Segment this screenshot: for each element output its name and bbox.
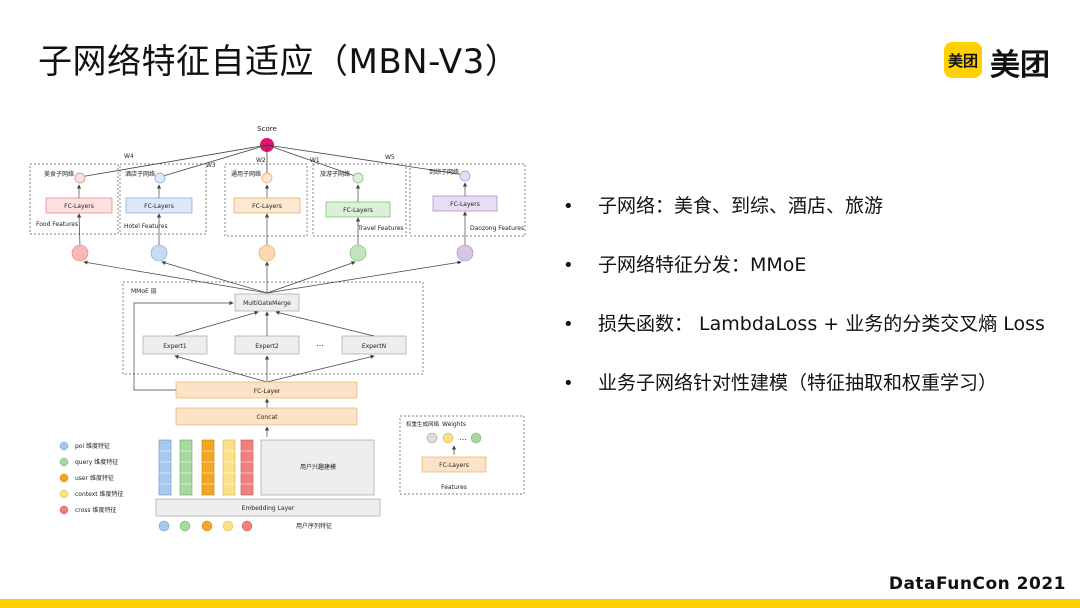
feature-column-poi bbox=[158, 439, 172, 496]
weight-generation-inset bbox=[399, 415, 525, 495]
subnet-hotel-name: 酒店子网络 bbox=[125, 170, 155, 178]
score-label: Score bbox=[257, 125, 277, 133]
user-interest-box bbox=[260, 439, 375, 496]
svg-text:FC-Layers: FC-Layers bbox=[343, 207, 373, 214]
inset-features-label: Features bbox=[441, 484, 467, 491]
inset-weight-dot-1 bbox=[426, 432, 438, 444]
footer-accent-bar bbox=[0, 599, 1080, 608]
input-dot-cross bbox=[241, 520, 253, 532]
bullet-item: 损失函数： LambdaLoss + 业务的分类交叉熵 Loss bbox=[560, 308, 1060, 341]
svg-text:FC-Layers: FC-Layers bbox=[144, 203, 174, 210]
inset-weight-dot-2 bbox=[442, 432, 454, 444]
inset-weight-dot-3 bbox=[470, 432, 482, 444]
concat-layer bbox=[175, 407, 358, 426]
mbn-v3-architecture-diagram: Score W4 W3 W2 W1 W5 美食子网络 FC-Layers Foo… bbox=[29, 125, 526, 532]
feature-legend: poi 维度特征 query 维度特征 user 维度特征 context 维度… bbox=[59, 441, 124, 515]
input-dot-query bbox=[179, 520, 191, 532]
weight-label-w1: W1 bbox=[310, 157, 320, 164]
weight-label-w4: W4 bbox=[124, 153, 134, 160]
svg-text:用户兴趣建模: 用户兴趣建模 bbox=[300, 463, 336, 471]
subnet-food-features: Food Features bbox=[36, 221, 78, 228]
brand-logo-text: 美团 bbox=[990, 48, 1050, 83]
inset-fc-layers bbox=[421, 456, 487, 473]
input-dot-context bbox=[222, 520, 234, 532]
legend-context: context 维度特征 bbox=[75, 490, 124, 498]
feature-column-query bbox=[179, 439, 193, 496]
input-dot-user bbox=[201, 520, 213, 532]
subnet-hotel-output bbox=[154, 172, 166, 184]
expert-ellipsis: ... bbox=[316, 339, 324, 348]
inset-side-label: 权重生成网络 bbox=[406, 420, 440, 428]
subnet-daozong-output bbox=[459, 170, 471, 182]
weight-label-w2: W2 bbox=[256, 157, 266, 164]
inset-weights-label: Weights bbox=[442, 421, 466, 428]
bullet-item: 子网络：美食、到综、酒店、旅游 bbox=[560, 190, 1060, 223]
feature-column-user bbox=[201, 439, 215, 496]
gated-input-daozong bbox=[456, 244, 474, 262]
svg-text:ExpertN: ExpertN bbox=[362, 343, 386, 350]
brand-logo-badge: 美团 bbox=[944, 42, 982, 78]
svg-text:Embedding Layer: Embedding Layer bbox=[242, 505, 295, 512]
shared-fc-layer bbox=[175, 381, 358, 399]
embedding-layer bbox=[155, 498, 381, 517]
subnet-food-output bbox=[74, 172, 86, 184]
svg-text:Expert2: Expert2 bbox=[255, 343, 279, 350]
svg-text:MultiGateMerge: MultiGateMerge bbox=[243, 300, 291, 307]
svg-text:FC-Layers: FC-Layers bbox=[252, 203, 282, 210]
mmoe-label: MMoE 层 bbox=[131, 288, 157, 295]
subnet-food-name: 美食子网络 bbox=[44, 170, 74, 178]
subnet-hotel-features: Hotel Features bbox=[124, 223, 168, 230]
gated-input-food bbox=[71, 244, 89, 262]
subnet-travel-name: 旅游子网络 bbox=[320, 170, 350, 178]
subnet-travel-output bbox=[352, 172, 364, 184]
bullet-item: 业务子网络针对性建模（特征抽取和权重学习） bbox=[560, 367, 1060, 400]
subnet-travel-features: Travel Features bbox=[357, 225, 404, 232]
weight-label-w3: W3 bbox=[206, 162, 216, 169]
legend-query: query 维度特征 bbox=[75, 458, 118, 466]
footer-conference: DataFunCon 2021 bbox=[888, 574, 1066, 594]
subnet-daozong-name: 到综子网络 bbox=[429, 168, 459, 176]
subnet-daozong-features: Daozong Features bbox=[470, 225, 524, 232]
svg-text:FC-Layer: FC-Layer bbox=[254, 388, 281, 395]
svg-text:FC-Layers: FC-Layers bbox=[450, 201, 480, 208]
mmoe-layer-box bbox=[122, 281, 424, 375]
multigate-merge-box bbox=[234, 293, 300, 312]
feature-column-cross bbox=[240, 439, 254, 496]
user-sequence-label: 用户序列特征 bbox=[296, 522, 332, 530]
legend-user: user 维度特征 bbox=[75, 474, 114, 482]
subnet-general-output bbox=[261, 172, 273, 184]
legend-cross: cross 维度特征 bbox=[75, 506, 116, 514]
legend-poi: poi 维度特征 bbox=[75, 442, 110, 450]
svg-text:Concat: Concat bbox=[257, 414, 279, 421]
input-dot-poi bbox=[158, 520, 170, 532]
gated-input-travel bbox=[349, 244, 367, 262]
inset-ellipsis: ... bbox=[459, 433, 467, 442]
subnet-general-name: 通用子网络 bbox=[231, 170, 261, 178]
svg-text:FC-Layers: FC-Layers bbox=[439, 462, 469, 469]
svg-text:Expert1: Expert1 bbox=[163, 343, 187, 350]
gated-input-general bbox=[258, 244, 276, 262]
weight-label-w5: W5 bbox=[385, 154, 395, 161]
feature-column-context bbox=[222, 439, 236, 496]
bullet-list: 子网络：美食、到综、酒店、旅游 子网络特征分发：MMoE 损失函数： Lambd… bbox=[560, 190, 1060, 426]
gated-input-hotel bbox=[150, 244, 168, 262]
bullet-item: 子网络特征分发：MMoE bbox=[560, 249, 1060, 282]
svg-text:FC-Layers: FC-Layers bbox=[64, 203, 94, 210]
slide-title: 子网络特征自适应（MBN-V3） bbox=[38, 42, 520, 82]
